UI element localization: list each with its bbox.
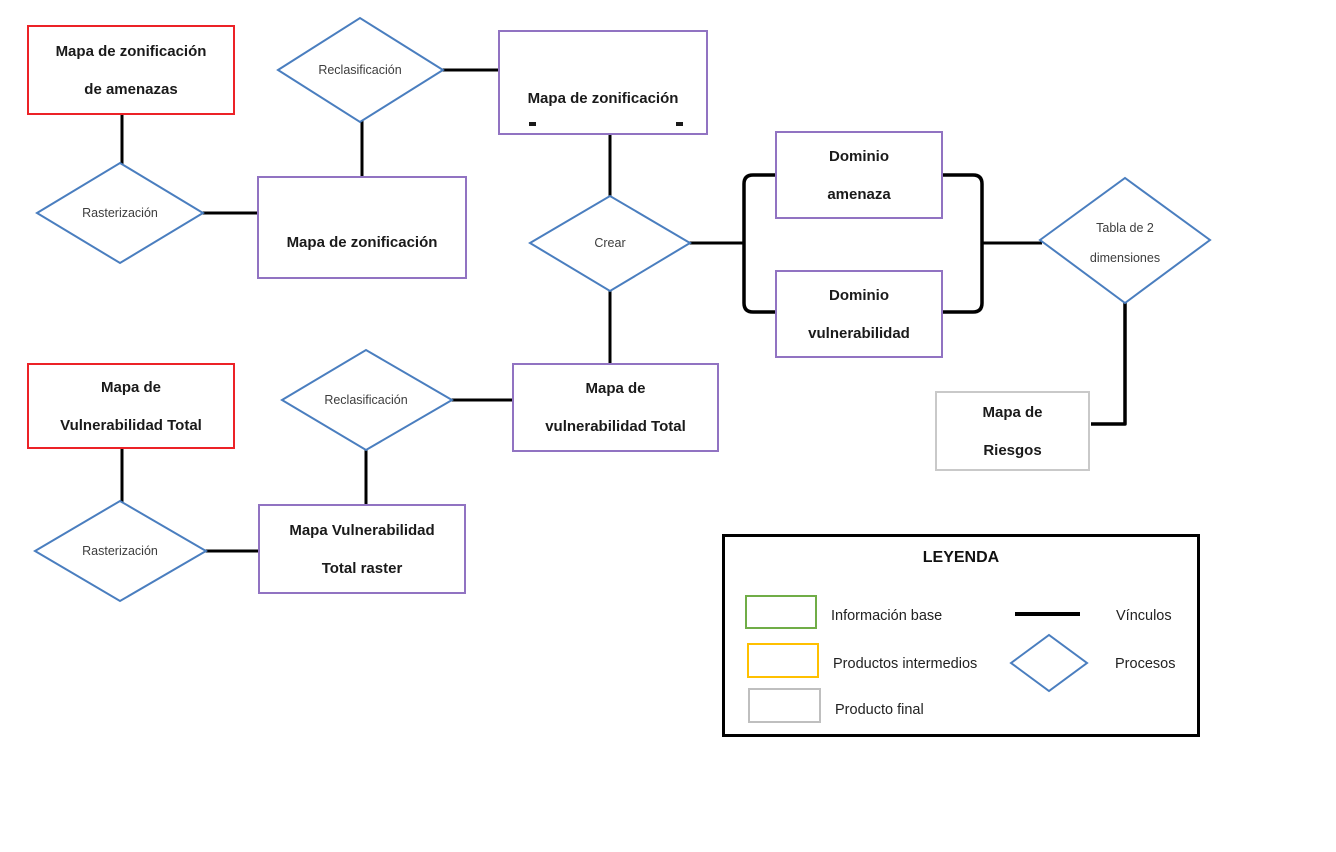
node-label: Mapa de zonificación: [527, 89, 679, 107]
right-bracket: [942, 173, 984, 314]
process-diamond-reclasificacion-1: [276, 16, 445, 124]
process-diamond-rasterizacion-1: [35, 161, 205, 265]
node-mapa-riesgos: Mapa de Riesgos: [935, 391, 1090, 471]
node-label: Mapa de: [100, 378, 161, 396]
node-label: Riesgos: [983, 441, 1042, 459]
process-label-line: dimensiones: [1089, 251, 1161, 265]
process-label-line: Tabla de 2: [1096, 221, 1154, 235]
clipped-text-remnant: [529, 122, 536, 126]
node-mapa-zonificacion-mid: Mapa de zonificación: [257, 176, 467, 279]
process-diamond-rasterizacion-2: [33, 499, 208, 603]
node-dominio-amenaza: Dominio amenaza: [775, 131, 943, 219]
process-diamond-crear: [528, 194, 692, 293]
legend-label-producto-final: Producto final: [835, 702, 924, 718]
node-mapa-vulnerabilidad-total-raster: Mapa Vulnerabilidad Total raster: [258, 504, 466, 594]
node-label: amenaza: [827, 185, 891, 203]
clipped-text-remnant: [676, 122, 683, 126]
node-dominio-vulnerabilidad: Dominio vulnerabilidad: [775, 270, 943, 358]
node-label: vulnerabilidad: [808, 324, 910, 342]
legend-label-informacion-base: Información base: [831, 608, 943, 624]
process-diamond-reclasificacion-2: [280, 348, 454, 452]
process-label-rasterizacion-2: Rasterización: [82, 544, 158, 558]
node-label: Mapa Vulnerabilidad: [289, 521, 435, 539]
process-label-tabla-2-dimensiones: Tabla de 2 dimensiones: [1045, 213, 1205, 273]
process-diamonds: [33, 16, 1212, 603]
process-label-reclasificacion-1: Reclasificación: [318, 63, 402, 77]
node-label: Mapa de: [982, 403, 1043, 421]
node-label: de amenazas: [84, 80, 178, 98]
legend-label-productos-intermedios: Productos intermedios: [833, 656, 978, 672]
legend-swatch-productos-intermedios: [747, 643, 819, 678]
node-label: Vulnerabilidad Total: [60, 416, 202, 434]
legend-swatch-procesos-diamond: [1009, 633, 1089, 693]
legend-title: LEYENDA: [922, 549, 1000, 566]
process-diamond-tabla-2-dimensiones: [1038, 176, 1212, 305]
legend-swatch-informacion-base: [745, 595, 817, 629]
legend-label-vinculos: Vínculos: [1116, 608, 1172, 624]
node-mapa-zonificacion-top: Mapa de zonificación: [498, 30, 708, 135]
connectors: [120, 68, 1042, 553]
process-label-crear: Crear: [594, 236, 626, 250]
node-label: Dominio: [829, 286, 889, 304]
node-mapa-zonificacion-amenazas: Mapa de zonificación de amenazas: [27, 25, 235, 115]
legend-swatch-vinculos-line: [1015, 612, 1080, 616]
legend: LEYENDA Información base Vínculos Produc…: [722, 534, 1200, 737]
blue-diamond-icon: [1009, 633, 1089, 693]
bracket-connectors: [742, 173, 1127, 426]
node-mapa-vulnerabilidad-total-base: Mapa de Vulnerabilidad Total: [27, 363, 235, 449]
node-label: Mapa de zonificación: [286, 233, 438, 251]
node-label: Dominio: [829, 147, 889, 165]
node-mapa-vulnerabilidad-total: Mapa de vulnerabilidad Total: [512, 363, 719, 452]
node-label: Mapa de: [585, 380, 646, 397]
legend-label-procesos: Procesos: [1115, 656, 1176, 672]
node-label: vulnerabilidad Total: [545, 418, 686, 435]
process-label-rasterizacion-1: Rasterización: [82, 206, 158, 220]
node-label: Total raster: [321, 559, 403, 577]
connector-tabla-to-riesgos: [1091, 301, 1127, 426]
node-label: Mapa de zonificación: [55, 42, 207, 60]
legend-swatch-producto-final: [748, 688, 821, 723]
process-label-reclasificacion-2: Reclasificación: [324, 393, 408, 407]
left-bracket: [742, 173, 776, 314]
